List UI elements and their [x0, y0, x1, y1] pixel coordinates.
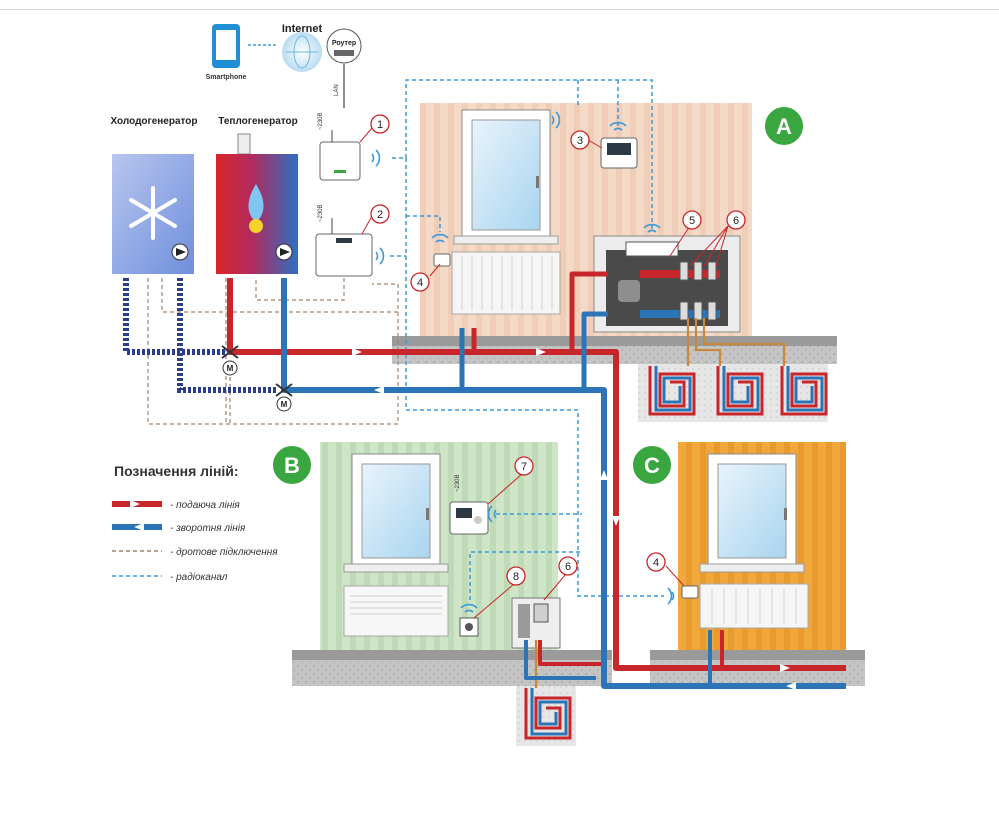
router-label: Роутер — [332, 40, 356, 47]
internet-globe-icon — [282, 32, 322, 72]
callout-6-a: 6 — [733, 215, 739, 227]
callout-4-c: 4 — [653, 557, 659, 569]
room-thermostat-7 — [449, 501, 489, 535]
power-label-1: ~230В — [318, 112, 324, 130]
radiator-actuator-a — [433, 253, 451, 267]
legend-title: Позначення ліній: — [114, 463, 239, 479]
zone-a-letter: A — [776, 114, 792, 139]
zone-b-badge — [271, 444, 313, 486]
supply-pipes — [227, 271, 846, 671]
lan-label: LAN — [334, 84, 340, 96]
heat-generator — [216, 133, 298, 274]
relay-8 — [459, 617, 479, 637]
zone-c-window — [699, 453, 805, 573]
wifi-icon-thermostat-a — [609, 121, 627, 131]
motor-valve-supply — [221, 345, 239, 376]
smartphone-label: Smartphone — [206, 74, 247, 81]
zone-c-room — [650, 442, 865, 686]
zone-a-floor-top — [392, 336, 837, 346]
cold-generator — [112, 154, 194, 274]
zone-b-window — [343, 453, 449, 573]
power-label-7: ~230В — [455, 474, 461, 492]
internet-label: Internet — [282, 23, 323, 35]
legend-swatch-supply — [112, 500, 162, 508]
heat-generator-label: Теплогенератор — [218, 116, 298, 127]
zone-a-badge — [763, 105, 805, 147]
callout-3: 3 — [577, 135, 583, 147]
callout-leaders — [359, 127, 729, 619]
wifi-icon-manifold — [643, 223, 661, 233]
return-pipes — [281, 278, 846, 689]
wifi-icon-actuator-c — [667, 587, 675, 605]
zone-c-letter: C — [644, 453, 660, 478]
zone-c-floor-top — [650, 650, 865, 660]
wifi-icon-controller — [375, 247, 385, 265]
zone-a-room — [392, 103, 837, 364]
power-label-2: ~230В — [318, 204, 324, 222]
wifi-icon-window — [551, 111, 561, 129]
underfloor-loops-a — [638, 318, 828, 422]
callout-6-b: 6 — [565, 561, 571, 573]
wifi-icon-gateway — [371, 149, 381, 167]
zone-a-window — [453, 109, 559, 245]
wifi-icon-relay — [460, 603, 478, 613]
legend: Позначення ліній: - подаюча лінія - звор… — [112, 463, 278, 583]
gateway-1 — [319, 141, 361, 181]
callout-5: 5 — [689, 215, 695, 227]
legend-label-return: - зворотня лінія — [170, 523, 246, 534]
legend-label-radio: - радіоканал — [170, 572, 228, 583]
callout-circles — [370, 114, 746, 586]
legend-label-wired: - дротове підключення — [170, 547, 278, 558]
cold-generator-label: Холодогенератор — [110, 116, 197, 127]
zone-c-badge — [631, 444, 673, 486]
smartphone-icon — [212, 24, 240, 68]
zone-c-floor — [650, 660, 865, 686]
zone-b-floor-top — [292, 650, 612, 660]
legend-swatch-return — [112, 523, 162, 531]
top-divider — [0, 9, 999, 10]
zone-b-letter: B — [284, 453, 300, 478]
manifold-cabinet — [593, 235, 741, 333]
controller-2 — [315, 233, 373, 277]
callout-2: 2 — [377, 209, 383, 221]
callout-4-a: 4 — [417, 277, 423, 289]
underfloor-loop-b — [516, 640, 576, 746]
zone-b-convector — [343, 585, 449, 637]
router-icon — [326, 28, 362, 64]
callout-8: 8 — [513, 571, 519, 583]
callout-numbers: 1 2 3 4 5 6 4 6 7 8 — [377, 119, 739, 583]
snowflake-icon — [129, 186, 177, 240]
wired-links — [147, 276, 399, 425]
valve-label-1: M — [227, 364, 234, 373]
cooling-pipes — [123, 278, 278, 393]
zone-a-radiator — [451, 251, 561, 315]
callout-1: 1 — [377, 119, 383, 131]
flame-icon — [248, 184, 264, 222]
valve-label-2: M — [281, 400, 288, 409]
legend-label-supply: - подаюча лінія — [170, 500, 240, 511]
wifi-icons — [371, 111, 675, 613]
zone-c-radiator — [699, 583, 809, 629]
callout-7: 7 — [521, 461, 527, 473]
wifi-icon-thermostat-b — [487, 505, 497, 523]
mixing-unit-b — [511, 597, 561, 649]
motor-valve-return — [275, 383, 293, 412]
room-thermostat-3 — [600, 137, 638, 169]
radiator-actuator-c — [681, 585, 699, 599]
flow-arrows — [352, 348, 796, 690]
wifi-icon-actuator-a — [431, 233, 449, 243]
